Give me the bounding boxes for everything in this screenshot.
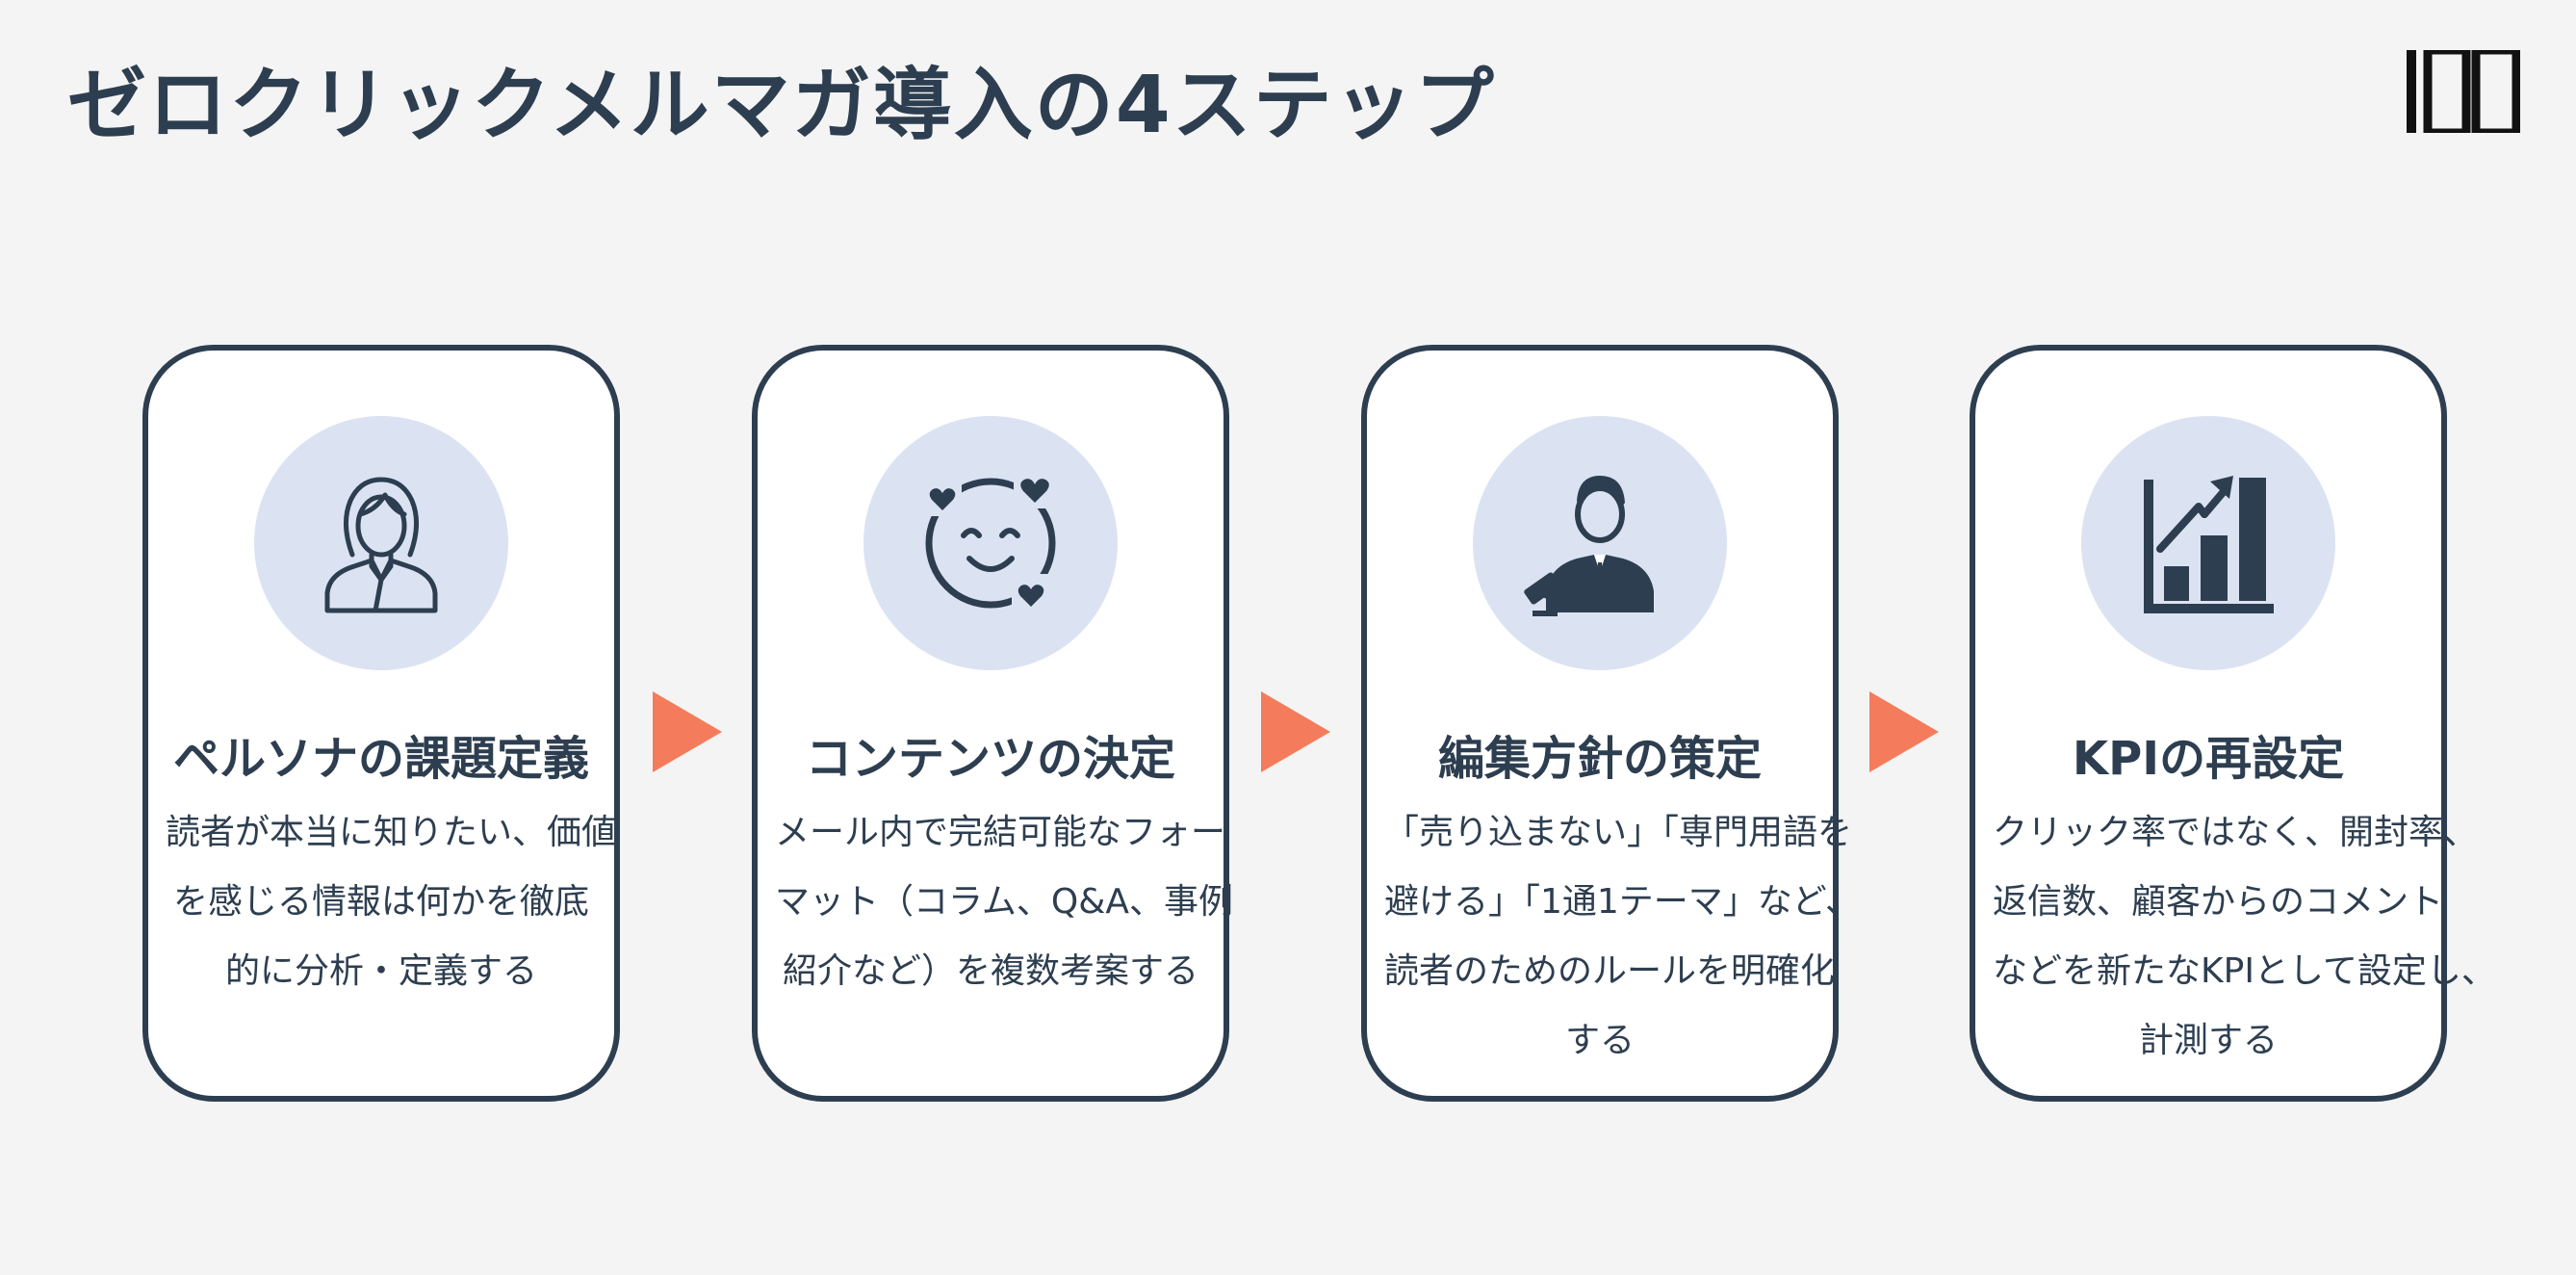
description-line: 返信数、顧客からのコメント	[1993, 882, 2444, 922]
step-card-1: ペルソナの課題定義 読者が本当に知りたい、価値 を感じる情報は何かを徹底 的に分…	[142, 345, 620, 1102]
bar-chart-growth-icon	[2144, 476, 2274, 613]
step-card-2: コンテンツの決定 メール内で完結可能なフォー マット（コラム、Q&A、事例 紹介…	[752, 345, 1233, 1102]
step-description: クリック率ではなく、開封率、 返信数、顧客からのコメント などを新たなKPIとし…	[1993, 798, 2496, 1076]
step-heading: コンテンツの決定	[805, 732, 1175, 786]
description-line: 「売り込まない」「専門用語を	[1384, 813, 1853, 852]
company-logo	[2407, 50, 2520, 133]
description-line: 計測する	[2138, 1021, 2278, 1060]
description-line: 紹介など）を複数考案する	[782, 951, 1198, 991]
page-title: ゼロクリックメルマガ導入の4ステップ	[67, 60, 1496, 151]
step-heading: 編集方針の策定	[1437, 732, 1762, 786]
arrow-right-icon	[1261, 691, 1330, 772]
description-line: などを新たなKPIとして設定し、	[1993, 951, 2496, 991]
description-line: 読者のためのルールを明確化	[1384, 951, 1836, 991]
step-description: 「売り込まない」「専門用語を 避ける」「1通1テーマ」など、 読者のためのルール…	[1384, 798, 1861, 1076]
arrow-right-icon	[653, 691, 722, 772]
smiley-hearts-icon	[925, 474, 1056, 612]
step-heading: ペルソナの課題定義	[172, 732, 589, 786]
arrow-right-icon	[1869, 691, 1939, 772]
description-line: クリック率ではなく、開封率、	[1993, 813, 2479, 852]
icon-circle	[1473, 416, 1727, 670]
step-description: 読者が本当に知りたい、価値 を感じる情報は何かを徹底 的に分析・定義する	[166, 798, 617, 1006]
woman-icon	[324, 477, 438, 613]
description-line: メール内で完結可能なフォー	[775, 813, 1226, 852]
description-line: を感じる情報は何かを徹底	[172, 882, 589, 922]
description-line: 読者が本当に知りたい、価値	[166, 813, 617, 852]
description-line: マット（コラム、Q&A、事例	[775, 882, 1233, 922]
description-line: 的に分析・定義する	[224, 951, 537, 991]
step-description: メール内で完結可能なフォー マット（コラム、Q&A、事例 紹介など）を複数考案す…	[775, 798, 1233, 1006]
description-line: 避ける」「1通1テーマ」など、	[1384, 882, 1861, 922]
icon-circle	[254, 416, 508, 670]
judge-gavel-icon	[1524, 476, 1654, 616]
icon-circle	[863, 416, 1118, 670]
icon-circle	[2081, 416, 2335, 670]
step-card-3: 編集方針の策定 「売り込まない」「専門用語を 避ける」「1通1テーマ」など、 読…	[1361, 345, 1861, 1102]
step-heading: KPIの再設定	[2072, 732, 2345, 786]
step-card-4: KPIの再設定 クリック率ではなく、開封率、 返信数、顧客からのコメント などを…	[1970, 345, 2496, 1102]
description-line: する	[1564, 1021, 1635, 1060]
